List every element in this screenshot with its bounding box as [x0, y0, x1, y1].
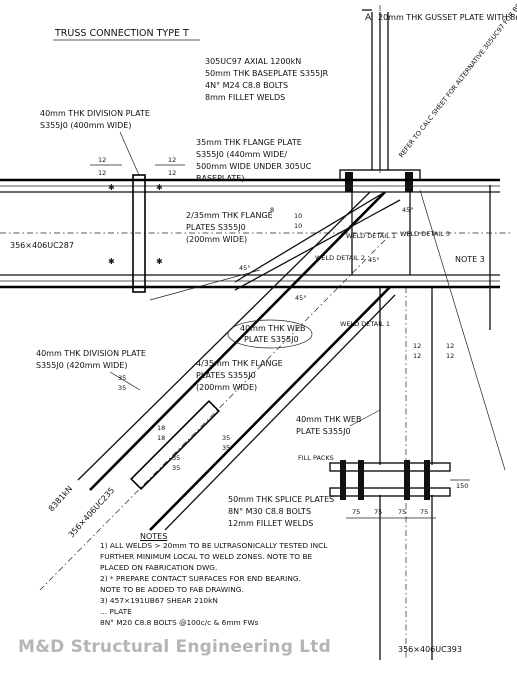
svg-text:12: 12 — [98, 156, 106, 164]
svg-text:35: 35 — [222, 444, 230, 452]
diagonal-axial-label: 8381kN — [47, 484, 74, 513]
web-mid-label-2: PLATE S355J0 — [244, 335, 299, 344]
top-chord — [0, 178, 510, 289]
note3-label: NOTE 3 — [455, 255, 485, 264]
top-column — [371, 5, 389, 175]
svg-text:12: 12 — [98, 169, 106, 177]
angle-label-d: 45° — [402, 206, 414, 214]
division-top-label-1: 40mm THK DIVISION PLATE — [40, 109, 150, 118]
svg-text:12: 12 — [413, 352, 421, 360]
note-line: NOTE TO BE ADDED TO FAB DRAWING. — [100, 585, 244, 594]
svg-text:12: 12 — [413, 342, 421, 350]
flange-mid-label-2: PLATES S355J0 — [186, 223, 246, 232]
weld-detail-1b-label: WELD DETAIL 1 — [340, 320, 390, 328]
note-line: PLACED ON FABRICATION DWG. — [100, 563, 218, 572]
weld-symbols-low: 35 35 18 18 35 35 35 35 12 12 12 12 — [118, 342, 454, 472]
splice-label-2: 8N° M30 C8.8 BOLTS — [228, 507, 311, 516]
angle-label-a: 45° — [239, 264, 251, 272]
svg-text:75: 75 — [420, 508, 428, 516]
bolts-top-label: 4N° M24 C8.8 BOLTS — [205, 81, 288, 90]
chord-section-label: 356×406UC287 — [10, 241, 74, 250]
note-line: 2) * PREPARE CONTACT SURFACES FOR END BE… — [100, 574, 301, 583]
dim-150-label: 150 — [456, 482, 468, 490]
svg-text:✱: ✱ — [108, 257, 115, 266]
flange-low-label-3: (200mm WIDE) — [196, 383, 257, 392]
division-low-label-2: S355J0 (420mm WIDE) — [36, 361, 127, 370]
flange-low-label-1: 4/35mm THK FLANGE — [196, 359, 283, 368]
splice-plates — [329, 460, 470, 500]
svg-text:✱: ✱ — [156, 183, 163, 192]
svg-text:35: 35 — [172, 454, 180, 462]
flange-top-label-1: 35mm THK FLANGE PLATE — [196, 138, 302, 147]
weld-detail-3-label: WELD DETAIL 3 — [400, 230, 450, 238]
angle-label-b: 45° — [295, 294, 307, 302]
refer-note: REFER TO CALC SHEET FOR ALTERNATIVE 305U… — [397, 0, 517, 159]
flange-top-label-3: 500mm WIDE UNDER 305UC — [196, 162, 312, 171]
weld-symbols-top: 12 12 12 12 ✱ ✱ ✱ ✱ — [90, 156, 185, 266]
lower-column — [379, 287, 433, 660]
weld-10-label: 10 — [294, 212, 302, 220]
web-low-label-2: PLATE S355J0 — [296, 427, 351, 436]
svg-text:18: 18 — [157, 424, 165, 432]
bottom-column-label: 356×406UC393 — [398, 645, 462, 654]
fill-packs-label: FILL PACKS — [298, 454, 334, 462]
svg-text:12: 12 — [168, 156, 176, 164]
svg-text:A: A — [365, 13, 372, 23]
flange-low-label-2: PLATES S355J0 — [196, 371, 256, 380]
gusset-label: 20mm THK GUSSET PLATE WITH 8mm FWs — [378, 13, 517, 22]
weld-detail-2-label: WELD DETAIL 2 — [315, 254, 365, 262]
division-low-label-1: 40mm THK DIVISION PLATE — [36, 349, 146, 358]
svg-text:75: 75 — [398, 508, 406, 516]
svg-text:35: 35 — [118, 384, 126, 392]
fillet-top-label: 8mm FILLET WELDS — [205, 93, 285, 102]
svg-text:10: 10 — [294, 222, 302, 230]
svg-text:35: 35 — [118, 374, 126, 382]
note-line: 3) 457×191UB67 SHEAR 210kN — [100, 596, 218, 605]
splice-label-1: 50mm THK SPLICE PLATES — [228, 495, 334, 504]
svg-text:35: 35 — [172, 464, 180, 472]
weld-8-label: 8 — [270, 206, 274, 214]
drawing-title: TRUSS CONNECTION TYPE T — [54, 28, 189, 39]
svg-text:12: 12 — [168, 169, 176, 177]
company-watermark: M&D Structural Engineering Ltd — [18, 637, 331, 657]
svg-text:75: 75 — [374, 508, 382, 516]
web-low-label-1: 40mm THK WEB — [296, 415, 361, 424]
flange-top-label-4: BASEPLATE) — [196, 174, 244, 183]
column-axial-label: 305UC97 AXIAL 1200kN — [205, 57, 301, 66]
diagonal-section-label: 356×406UC235 — [67, 486, 116, 540]
note-line: ... PLATE — [100, 607, 132, 616]
svg-text:✱: ✱ — [156, 257, 163, 266]
flange-mid-label-1: 2/35mm THK FLANGE — [186, 211, 273, 220]
baseplate-label: 50mm THK BASEPLATE S355JR — [205, 69, 329, 78]
splice-label-3: 12mm FILLET WELDS — [228, 519, 313, 528]
notes-block: 1) ALL WELDS > 20mm TO BE ULTRASONICALLY… — [100, 540, 360, 628]
svg-text:75: 75 — [352, 508, 360, 516]
svg-text:12: 12 — [446, 352, 454, 360]
notes-heading: NOTES — [140, 532, 168, 541]
division-plate-low — [130, 400, 220, 490]
division-top-label-2: S355J0 (400mm WIDE) — [40, 121, 131, 130]
svg-text:18: 18 — [157, 434, 165, 442]
flange-top-label-2: S355J0 (440mm WIDE/ — [196, 150, 287, 159]
section-mark: A — [362, 9, 372, 23]
note-line: 8N° M20 C8.8 BOLTS @100c/c & 6mm FWs — [100, 618, 259, 627]
splice-dimensions: 75 75 75 75 — [346, 508, 436, 519]
diagonal-member — [39, 191, 401, 591]
weld-detail-1-label: WELD DETAIL 1 — [346, 232, 396, 240]
web-mid-label-1: 40mm THK WEB — [240, 324, 305, 333]
angle-label-c: 45° — [368, 256, 380, 264]
note-line: FURTHER MINIMUM LOCAL TO WELD ZONES. NOT… — [100, 552, 313, 561]
note-line: 1) ALL WELDS > 20mm TO BE ULTRASONICALLY… — [100, 541, 328, 550]
flange-mid-label-3: (200mm WIDE) — [186, 235, 247, 244]
svg-text:35: 35 — [222, 434, 230, 442]
svg-text:✱: ✱ — [108, 183, 115, 192]
svg-text:12: 12 — [446, 342, 454, 350]
